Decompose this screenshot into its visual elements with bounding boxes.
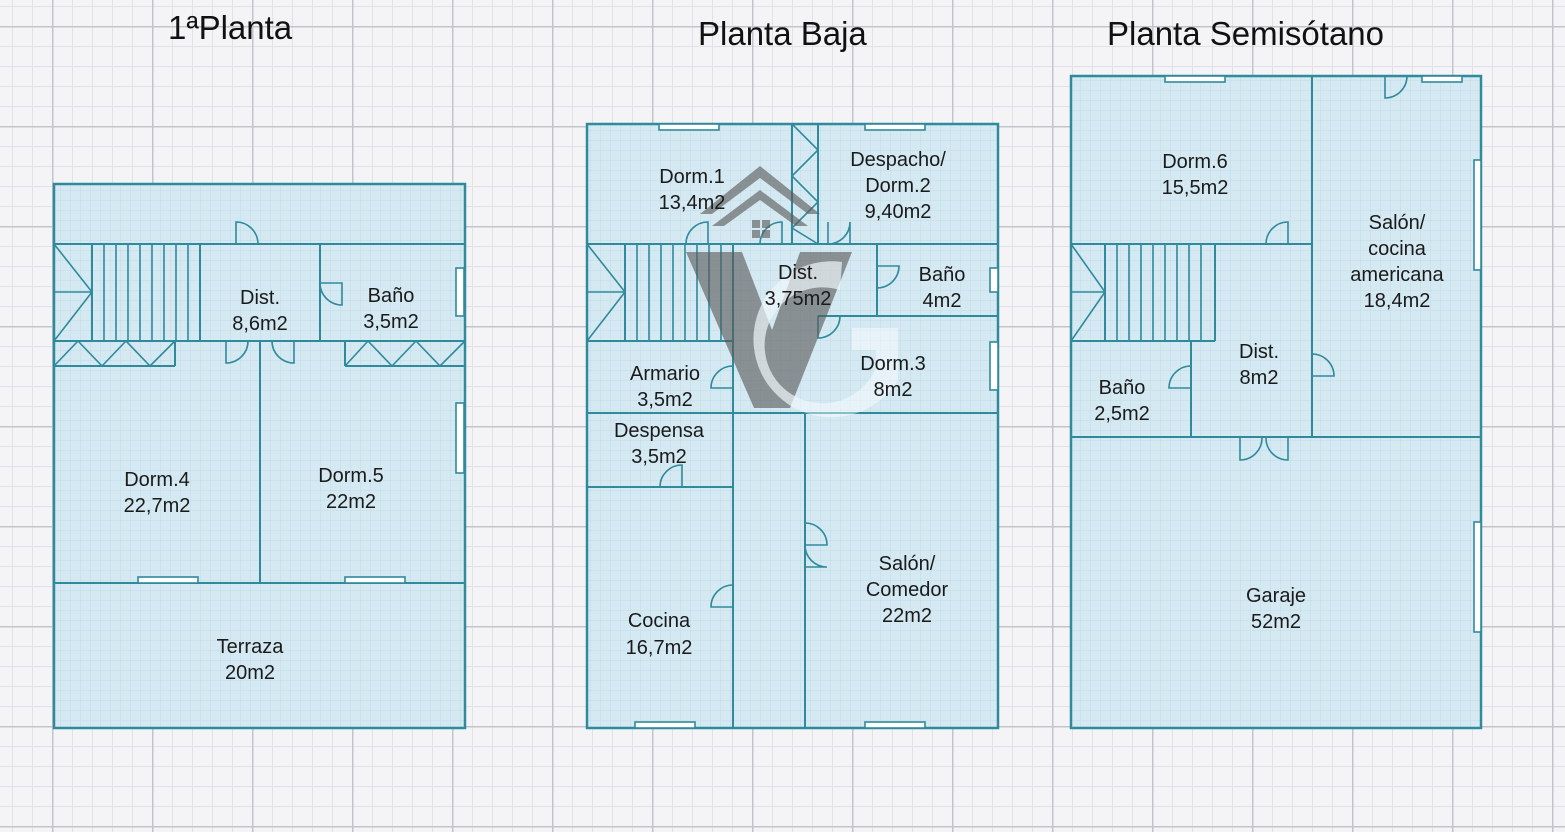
room-area: 22m2	[326, 491, 376, 513]
staircase	[1070, 243, 1202, 342]
floor-title-1-planta: 1ªPlanta	[168, 9, 293, 46]
room-name: Garaje	[1246, 585, 1306, 607]
room-name: Dorm.3	[860, 353, 926, 375]
room-area: 3,75m2	[765, 288, 832, 310]
door	[1239, 436, 1289, 461]
door	[876, 265, 900, 289]
window	[634, 721, 696, 729]
window	[1473, 159, 1482, 271]
window	[455, 267, 465, 317]
room-name-line2: Dorm.2	[865, 175, 931, 197]
door	[659, 464, 683, 488]
staircase	[53, 243, 200, 342]
room-name-line2: Comedor	[866, 579, 949, 601]
door	[319, 282, 343, 306]
door	[1384, 75, 1408, 99]
room-name: Dorm.6	[1162, 151, 1228, 173]
room-name-line3: americana	[1350, 264, 1444, 286]
room-area: 20m2	[225, 662, 275, 684]
room-area: 8m2	[874, 379, 913, 401]
floor-title-planta-semisotano: Planta Semisótano	[1107, 15, 1385, 52]
door	[685, 221, 709, 245]
room-name: Dist.	[778, 262, 818, 284]
room-area: 2,5m2	[1094, 403, 1150, 425]
room-name: Dorm.1	[659, 166, 725, 188]
floor-plan-1-planta: Dist. 8,6m2 Baño 3,5m2 Dorm.4 22,7m2 Dor…	[52, 182, 467, 730]
closet	[790, 123, 820, 245]
room-area: 16,7m2	[626, 637, 693, 659]
room-name: Salón/	[1369, 212, 1426, 234]
room-name: Cocina	[628, 610, 691, 632]
room-name: Salón/	[879, 553, 936, 575]
room-area: 4m2	[923, 290, 962, 312]
window	[137, 576, 199, 584]
room-name: Dist.	[240, 287, 280, 309]
room-area: 15,5m2	[1162, 177, 1229, 199]
house-logo-icon	[700, 166, 820, 214]
window	[989, 341, 999, 391]
room-area: 22,7m2	[124, 495, 191, 517]
floor-plan-planta-baja: Dorm.1 13,4m2 Despacho/ Dorm.2 9,40m2 Di…	[585, 122, 1000, 730]
window	[1164, 75, 1226, 83]
room-name-line2: cocina	[1368, 238, 1427, 260]
window	[658, 123, 720, 131]
window	[455, 402, 465, 474]
room-area: 18,4m2	[1364, 290, 1431, 312]
window	[1421, 75, 1463, 83]
room-name: Terraza	[217, 636, 285, 658]
door	[827, 221, 851, 245]
room-area: 8,6m2	[232, 313, 288, 335]
room-area: 9,40m2	[865, 201, 932, 223]
door	[1168, 365, 1192, 389]
window	[864, 123, 926, 131]
room-name: Baño	[919, 264, 966, 286]
room-area: 3,5m2	[631, 446, 687, 468]
room-name: Armario	[630, 363, 700, 385]
door	[710, 365, 734, 389]
closet	[53, 339, 176, 368]
room-area: 13,4m2	[659, 192, 726, 214]
closet	[344, 339, 466, 368]
floor-plan-planta-semisotano: Dorm.6 15,5m2 Salón/ cocina americana 18…	[1069, 74, 1483, 730]
door	[225, 340, 295, 364]
door	[235, 221, 259, 245]
room-area: 8m2	[1240, 367, 1279, 389]
room-name: Dorm.5	[318, 465, 384, 487]
door	[710, 584, 734, 608]
room-name: Dorm.4	[124, 469, 190, 491]
door	[1265, 221, 1289, 245]
floor-title-planta-baja: Planta Baja	[698, 15, 867, 52]
room-area: 22m2	[882, 605, 932, 627]
room-name: Despacho/	[850, 149, 946, 171]
room-area: 3,5m2	[363, 311, 419, 333]
room-name: Baño	[1099, 377, 1146, 399]
door	[1311, 353, 1335, 377]
door	[817, 315, 841, 339]
door	[804, 522, 828, 568]
watermark	[686, 166, 898, 418]
room-name: Dist.	[1239, 341, 1279, 363]
room-name: Despensa	[614, 420, 705, 442]
window	[1473, 521, 1482, 633]
window	[864, 721, 926, 729]
window	[989, 267, 999, 293]
room-area: 52m2	[1251, 611, 1301, 633]
room-name: Baño	[368, 285, 415, 307]
room-area: 3,5m2	[637, 389, 693, 411]
window	[344, 576, 406, 584]
